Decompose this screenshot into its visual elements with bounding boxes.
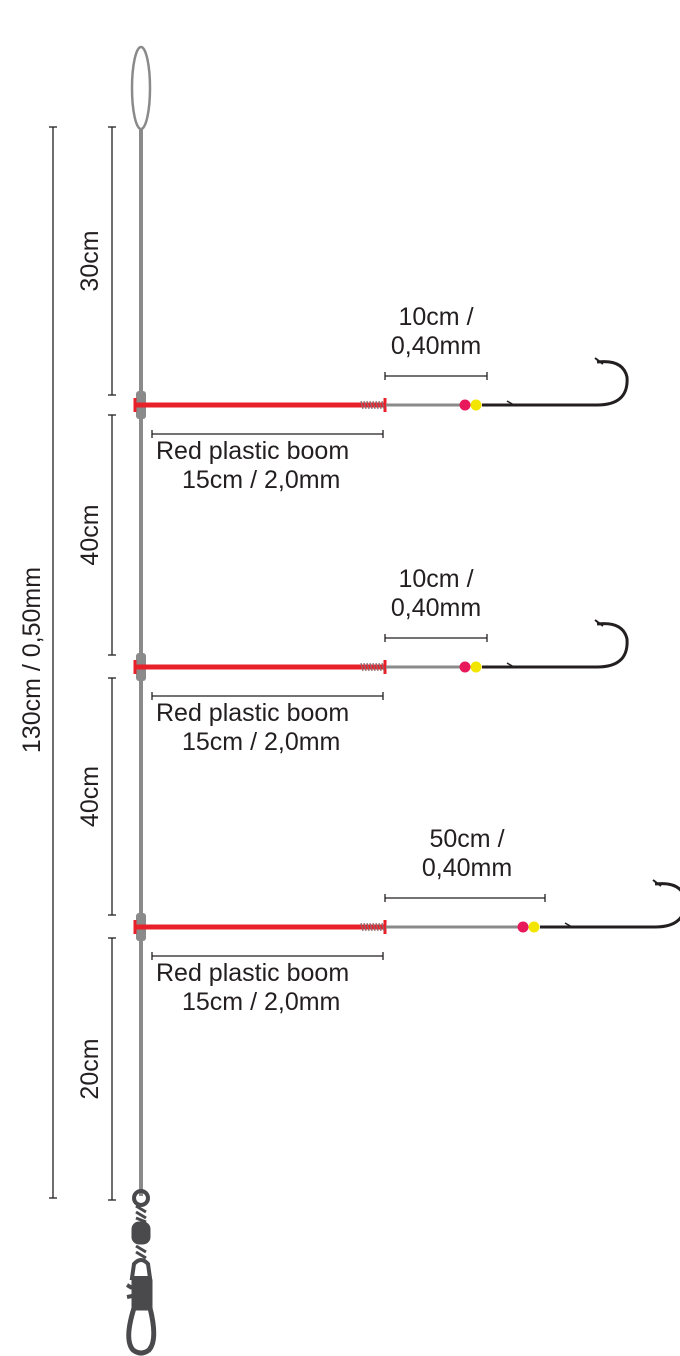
total-dimension [49,126,57,1199]
total-label: 130cm / 0,50mm [18,567,46,753]
leader-label-length: 50cm / [429,825,504,853]
red-bead [459,399,471,411]
boom-dimension [151,430,384,438]
red-bead [459,661,471,673]
leader-label-diameter: 0,40mm [391,332,481,360]
boom-spring [360,400,385,410]
leader-label-length: 10cm / [398,565,473,593]
red-bead [517,921,529,933]
segment-dimension [108,126,116,396]
leader-dimension [384,894,546,902]
leader-label-length: 10cm / [398,303,473,331]
segment-label: 30cm [76,230,104,291]
boom-dimension [151,952,384,960]
boom-label: Red plastic boom [156,699,349,727]
boom-label: Red plastic boom [156,437,349,465]
segment-label: 40cm [76,766,104,827]
yellow-bead [470,399,482,411]
boom-label: Red plastic boom [156,959,349,987]
boom-dimension [151,692,384,700]
boom-size-label: 15cm / 2,0mm [182,728,340,756]
hook [540,882,680,929]
segment-dimension [108,414,116,656]
boom-spring [360,662,385,672]
yellow-bead [528,921,540,933]
segment-label: 20cm [76,1038,104,1099]
leader-dimension [384,372,488,380]
swivel-snap [125,1189,157,1356]
top-loop [130,45,152,131]
hook [482,360,629,407]
segment-label: 40cm [76,504,104,565]
yellow-bead [470,661,482,673]
segment-dimension [108,937,116,1201]
segment-dimension [108,677,116,916]
leader-label-diameter: 0,40mm [422,854,512,882]
hook [482,622,629,669]
leader-dimension [384,634,488,642]
boom-size-label: 15cm / 2,0mm [182,988,340,1016]
boom-spring [360,922,385,932]
boom-size-label: 15cm / 2,0mm [182,466,340,494]
leader-label-diameter: 0,40mm [391,594,481,622]
